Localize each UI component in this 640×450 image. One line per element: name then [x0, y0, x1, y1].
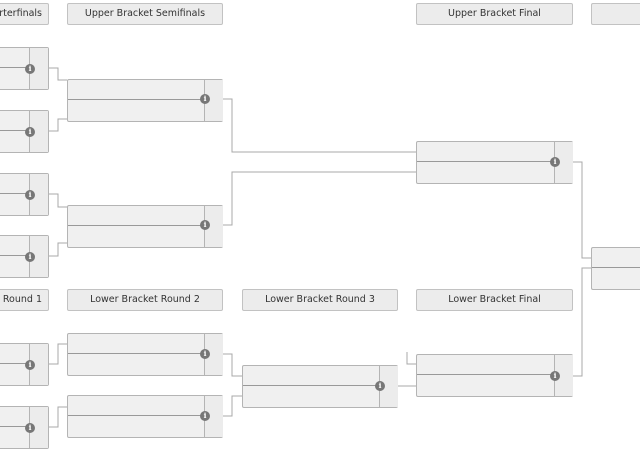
team-slot-top[interactable] — [417, 142, 554, 162]
team-slot-top[interactable] — [592, 248, 640, 268]
info-icon[interactable]: i — [200, 94, 210, 104]
connector-lr2b-lr3 — [223, 395, 242, 417]
team-slot-top[interactable] — [0, 407, 29, 427]
connector-uqf3-usf2 — [49, 193, 67, 208]
info-icon[interactable]: i — [25, 190, 35, 200]
info-icon[interactable]: i — [200, 411, 210, 421]
match-lower-round-2-2[interactable]: i — [67, 395, 223, 438]
team-slot-top[interactable] — [417, 355, 554, 375]
team-slot-top[interactable] — [0, 344, 29, 364]
connector-lf-gf — [573, 267, 591, 377]
team-slot-bottom[interactable] — [68, 227, 204, 247]
match-upper-final[interactable]: i — [416, 141, 573, 184]
team-slot-bottom[interactable] — [0, 69, 29, 89]
header-upper-final: Upper Bracket Final — [416, 3, 573, 25]
info-icon[interactable]: i — [200, 349, 210, 359]
match-lower-final[interactable]: i — [416, 354, 573, 397]
connector-uf-gf — [573, 161, 591, 259]
header-lower-round-2: Lower Bracket Round 2 — [67, 289, 223, 311]
team-slot-top[interactable] — [68, 80, 204, 100]
match-lower-round-2-1[interactable]: i — [67, 333, 223, 376]
team-slot-top[interactable] — [68, 206, 204, 226]
team-slot-bottom[interactable] — [0, 365, 29, 385]
team-slot-bottom[interactable] — [68, 101, 204, 121]
match-grand-final[interactable] — [591, 247, 640, 290]
connector-lr1a-lr2a — [49, 343, 67, 365]
info-icon[interactable]: i — [550, 371, 560, 381]
team-slot-bottom[interactable] — [0, 428, 29, 448]
connector-uqf2-usf1 — [49, 118, 67, 132]
header-lower-round-1-label: Lower Bracket Round 1 — [0, 294, 42, 305]
header-grand-final — [591, 3, 640, 25]
connector-lr1b-lr2b — [49, 406, 67, 428]
info-icon[interactable]: i — [200, 220, 210, 230]
info-icon[interactable]: i — [25, 252, 35, 262]
info-icon[interactable]: i — [25, 64, 35, 74]
connector-usf1-uf — [223, 98, 416, 153]
team-slot-top[interactable] — [0, 174, 29, 194]
team-slot-bottom[interactable] — [68, 417, 204, 437]
team-slot-bottom[interactable] — [0, 195, 29, 215]
header-lower-round-1: Lower Bracket Round 1 — [0, 289, 49, 311]
connector-uqf1-usf1 — [49, 67, 67, 81]
match-upper-quarterfinal-1[interactable]: i — [0, 47, 49, 90]
match-lower-round-1-1[interactable]: i — [0, 343, 49, 386]
info-icon[interactable]: i — [375, 381, 385, 391]
info-icon[interactable]: i — [25, 423, 35, 433]
header-upper-quarterfinals-label: Upper Bracket Quarterfinals — [0, 8, 42, 19]
match-upper-quarterfinal-4[interactable]: i — [0, 235, 49, 278]
match-lower-round-3[interactable]: i — [242, 365, 398, 408]
connector-drop-lf — [406, 352, 416, 365]
team-slot-top[interactable] — [68, 396, 204, 416]
info-icon[interactable]: i — [25, 127, 35, 137]
info-icon[interactable]: i — [25, 360, 35, 370]
header-lower-round-3: Lower Bracket Round 3 — [242, 289, 398, 311]
match-upper-quarterfinal-2[interactable]: i — [0, 110, 49, 153]
connector-lr2a-lr3 — [223, 353, 242, 377]
team-slot-top[interactable] — [0, 111, 29, 131]
match-lower-round-1-2[interactable]: i — [0, 406, 49, 449]
team-slot-bottom[interactable] — [68, 355, 204, 375]
team-slot-bottom[interactable] — [243, 387, 379, 407]
match-upper-semifinal-1[interactable]: i — [67, 79, 223, 122]
info-icon[interactable]: i — [550, 157, 560, 167]
team-slot-bottom[interactable] — [592, 269, 640, 289]
team-slot-bottom[interactable] — [0, 257, 29, 277]
connector-uqf4-usf2 — [49, 242, 67, 257]
header-upper-semifinals: Upper Bracket Semifinals — [67, 3, 223, 25]
header-upper-quarterfinals: Upper Bracket Quarterfinals — [0, 3, 49, 25]
team-slot-top[interactable] — [243, 366, 379, 386]
team-slot-top[interactable] — [0, 236, 29, 256]
team-slot-bottom[interactable] — [417, 163, 554, 183]
match-upper-quarterfinal-3[interactable]: i — [0, 173, 49, 216]
connector-usf2-uf — [223, 171, 416, 226]
team-slot-bottom[interactable] — [0, 132, 29, 152]
team-slot-bottom[interactable] — [417, 376, 554, 396]
team-slot-top[interactable] — [0, 48, 29, 68]
header-lower-final: Lower Bracket Final — [416, 289, 573, 311]
team-slot-top[interactable] — [68, 334, 204, 354]
match-upper-semifinal-2[interactable]: i — [67, 205, 223, 248]
